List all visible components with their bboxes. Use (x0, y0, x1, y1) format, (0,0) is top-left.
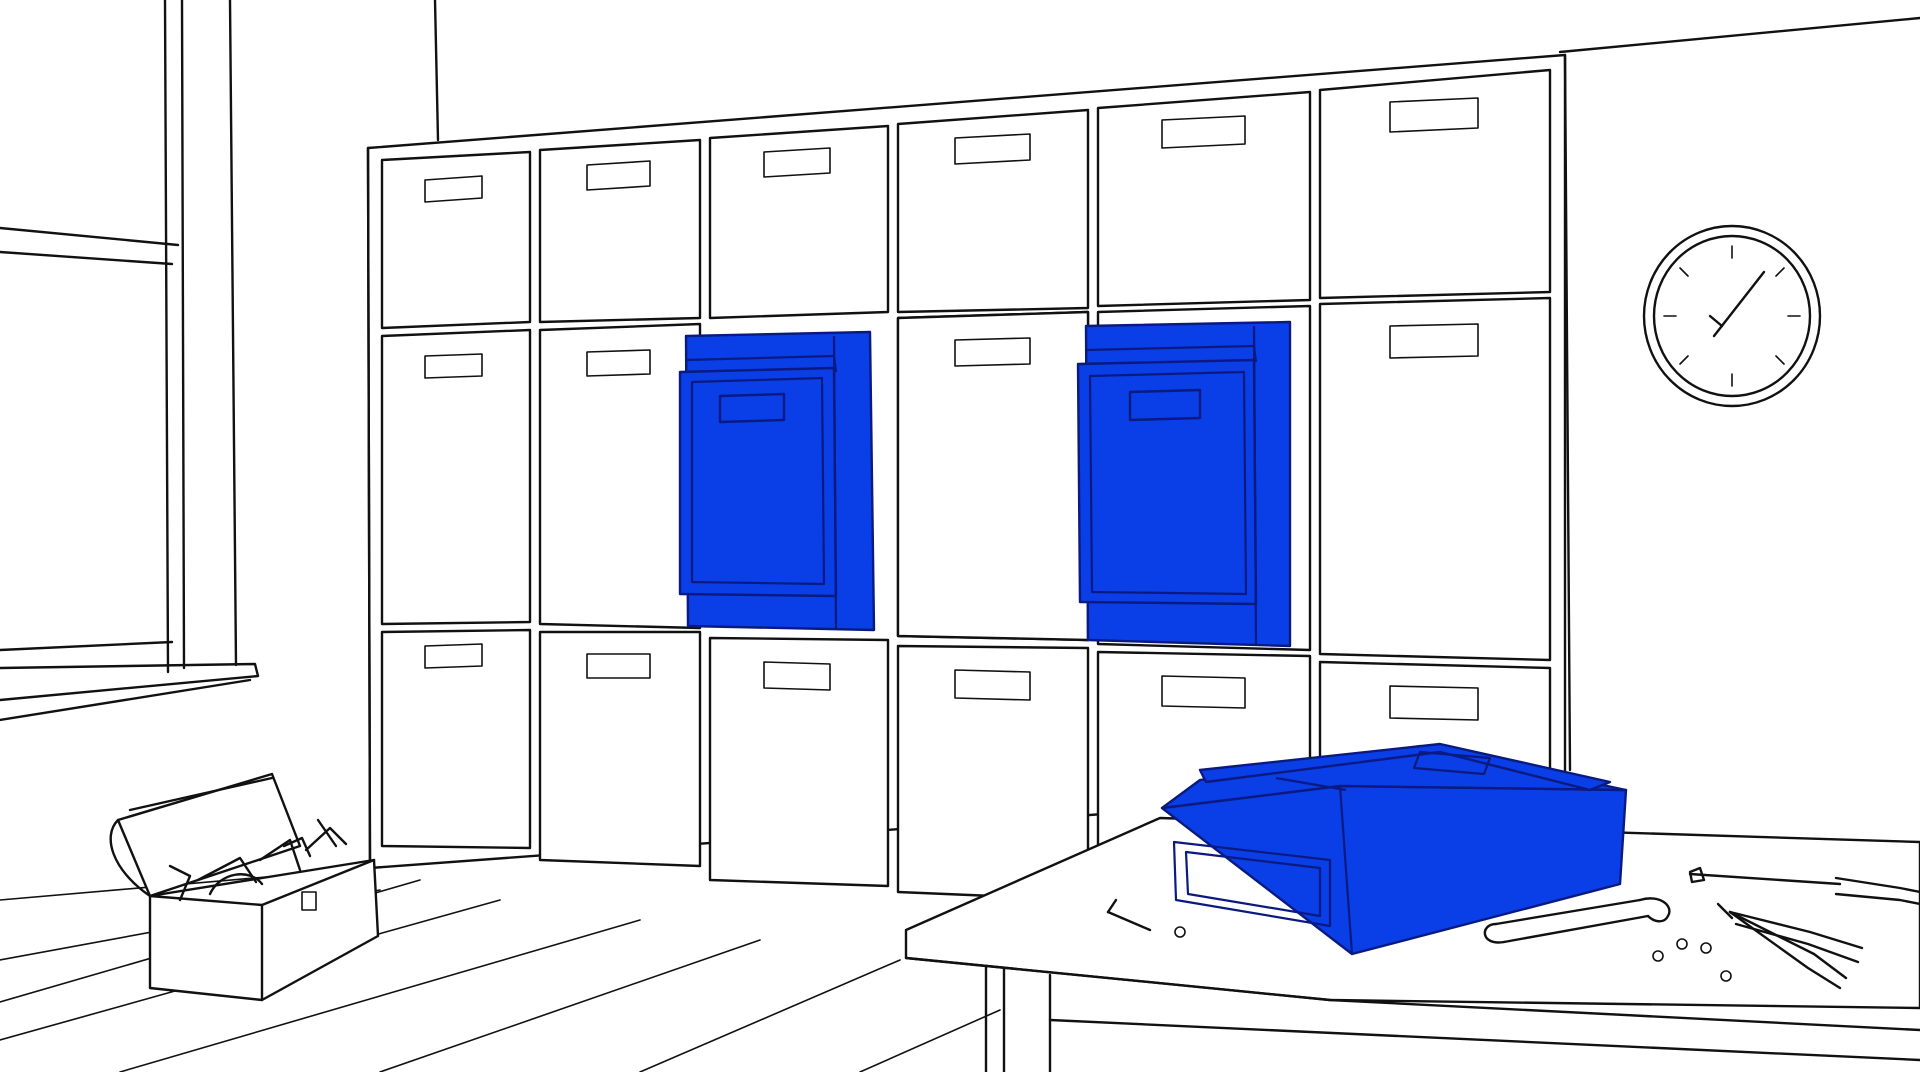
wrench (1483, 897, 1671, 944)
locker-wall (366, 53, 1572, 902)
pliers (1716, 902, 1864, 990)
wall-clock (1642, 224, 1822, 408)
screwdriver (1688, 866, 1920, 906)
locker-door-blue-right[interactable] (1076, 320, 1292, 648)
screws (1174, 926, 1732, 982)
toolbox (109, 772, 380, 1002)
ceiling-line (1558, 16, 1920, 54)
locker-row-middle (380, 296, 1552, 662)
removed-locker-module[interactable] (1160, 742, 1628, 956)
hex-key (1106, 898, 1152, 932)
locker-door-blue-left[interactable] (678, 330, 876, 632)
locker-row-top (380, 68, 1552, 330)
wall-corner-line (433, 0, 440, 142)
window (0, 0, 260, 722)
